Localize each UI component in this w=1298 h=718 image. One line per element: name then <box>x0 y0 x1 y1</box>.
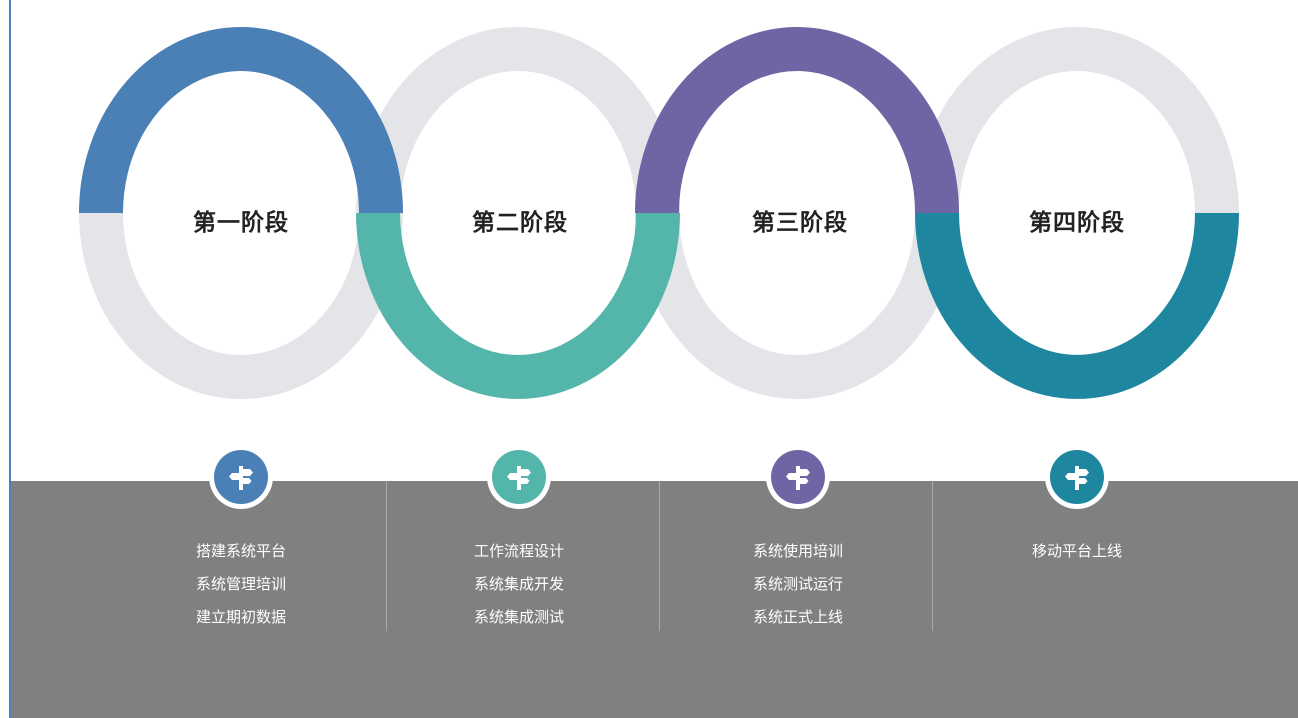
stage-3-title: 第三阶段 <box>752 209 848 236</box>
column-divider <box>932 481 933 631</box>
task-item: 工作流程设计 <box>473 542 564 560</box>
task-item: 建立期初数据 <box>195 608 286 626</box>
stage-4-tasks: 移动平台上线 <box>957 538 1197 571</box>
stage-2-tasks: 工作流程设计 系统集成开发 系统集成测试 <box>399 538 639 637</box>
left-border <box>9 0 11 718</box>
task-item: 系统测试运行 <box>752 575 843 593</box>
ring-2-bottom-arc <box>356 212 680 399</box>
signpost-icon <box>786 466 810 490</box>
signpost-icon <box>1065 466 1089 490</box>
stage-2-title: 第二阶段 <box>472 209 568 236</box>
stage-3-tasks: 系统使用培训 系统测试运行 系统正式上线 <box>678 538 918 637</box>
task-item: 系统使用培训 <box>752 542 843 560</box>
task-item: 系统正式上线 <box>752 608 843 626</box>
task-item: 移动平台上线 <box>1031 542 1122 560</box>
stage-3-badge <box>766 445 830 509</box>
task-panel <box>11 481 1298 718</box>
stage-4-title: 第四阶段 <box>1029 209 1125 236</box>
stage-1-title: 第一阶段 <box>193 209 289 236</box>
column-divider <box>386 481 387 631</box>
stage-1-badge <box>209 445 273 509</box>
column-divider <box>659 481 660 631</box>
stage-1-tasks: 搭建系统平台 系统管理培训 建立期初数据 <box>121 538 361 637</box>
task-item: 搭建系统平台 <box>195 542 286 560</box>
ring-1-top-arc <box>79 27 403 214</box>
ring-3-top-arc <box>635 27 959 214</box>
task-item: 系统集成开发 <box>473 575 564 593</box>
stage-4-badge <box>1045 445 1109 509</box>
task-item: 系统管理培训 <box>195 575 286 593</box>
signpost-icon <box>507 466 531 490</box>
signpost-icon <box>229 466 253 490</box>
stage-rings <box>79 27 1239 399</box>
task-item: 系统集成测试 <box>473 608 564 626</box>
ring-4-bottom-arc <box>915 212 1239 399</box>
stage-2-badge <box>487 445 551 509</box>
